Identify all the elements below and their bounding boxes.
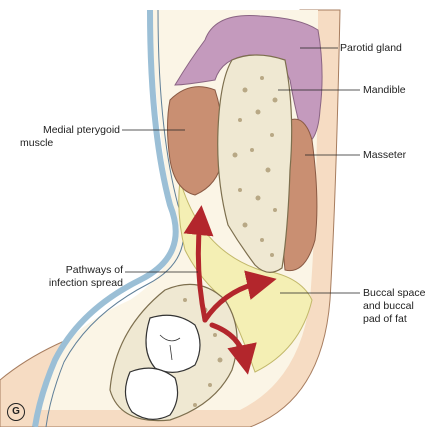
infection-pathway-arrows: [183, 205, 277, 375]
alveolar-trabeculae: [183, 298, 223, 407]
label-pathways: Pathways of infection spread: [15, 264, 123, 290]
mandible-trabeculae: [232, 76, 278, 257]
panel-letter-badge: G: [7, 403, 25, 421]
label-buccal-space: Buccal space and buccal pad of fat: [363, 287, 425, 326]
label-medial-pterygoid: Medial pterygoid muscle: [20, 124, 120, 150]
label-parotid-gland: Parotid gland: [340, 42, 402, 54]
label-mandible: Mandible: [363, 84, 406, 96]
label-buccal-line2: and buccal: [363, 300, 414, 312]
leader-lines: [122, 47, 360, 294]
mucosa-line: [32, 9, 179, 427]
label-pathways-line1: Pathways of: [65, 264, 123, 276]
parotid-gland: [174, 15, 323, 146]
label-buccal-line3: pad of fat: [363, 313, 407, 325]
label-masseter: Masseter: [363, 149, 407, 161]
molar-tooth-upper: [145, 314, 201, 373]
molar-tooth-lower: [124, 367, 179, 420]
label-pathways-line2: infection spread: [48, 277, 123, 289]
medial-pterygoid-muscle: [167, 86, 224, 196]
label-medial-pterygoid-line1: Medial pterygoid: [42, 124, 120, 136]
label-medial-pterygoid-line2: muscle: [20, 137, 54, 149]
molar-tooth-upper-crack: [159, 334, 181, 361]
label-buccal-line1: Buccal space: [363, 287, 426, 299]
mucosa-line-inner: [45, 9, 185, 427]
